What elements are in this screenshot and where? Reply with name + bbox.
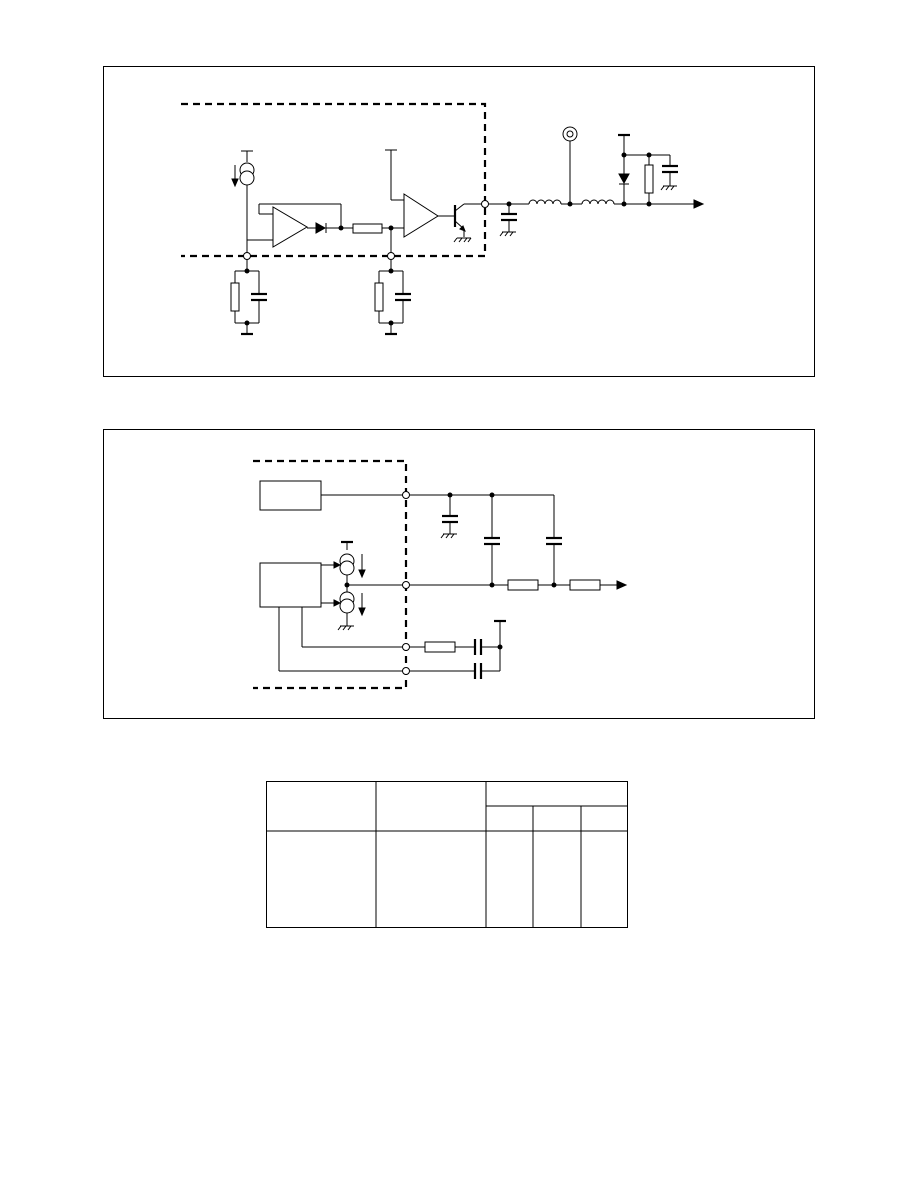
pin-out (481, 200, 489, 208)
block-2 (259, 562, 322, 608)
resistor-2 (644, 164, 654, 194)
spec-table-grid (266, 781, 628, 928)
resistor-right (374, 282, 384, 312)
amplifier-2 (403, 193, 439, 238)
resistor-3 (507, 579, 539, 591)
resistor-left (230, 282, 240, 312)
figure-2-schematic (253, 459, 628, 690)
figure-1-frame (103, 66, 815, 377)
output-arrow (693, 199, 705, 209)
diode-1 (315, 222, 327, 234)
ic-boundary-2 (253, 459, 408, 690)
figure-2-frame (103, 429, 815, 719)
diode-2 (618, 173, 630, 185)
block-1 (259, 480, 322, 511)
pin-b (387, 252, 395, 260)
inductor-2 (581, 199, 615, 205)
inductor-1 (528, 199, 562, 205)
resistor-5 (424, 641, 456, 653)
resistor-4 (569, 579, 601, 591)
pin-a (243, 252, 251, 260)
resistor-1 (352, 223, 383, 234)
spec-table (266, 781, 628, 928)
ic-boundary (181, 102, 487, 258)
figure-1-schematic (181, 102, 705, 336)
output-arrow-2 (616, 580, 628, 590)
amplifier-1 (272, 206, 308, 248)
